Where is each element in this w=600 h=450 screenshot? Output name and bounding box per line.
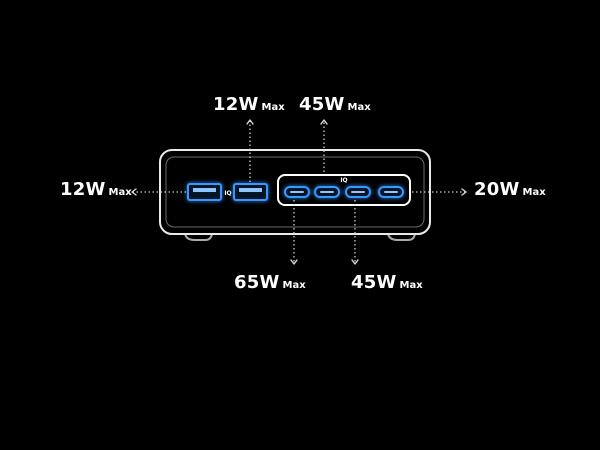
- usb-a-port-2: [233, 183, 268, 201]
- usb-a-1-unit: Max: [108, 187, 132, 198]
- usb-c-port-group: [277, 174, 411, 206]
- usb-c-2-watts: 45W: [299, 94, 345, 115]
- usb-a-2-watts: 12W: [213, 94, 259, 115]
- usb-a-badge: IQ: [224, 190, 231, 197]
- usb-a-2-unit: Max: [261, 102, 285, 113]
- usb-c-port-3: [345, 186, 371, 198]
- usb-a-port-1: [187, 183, 222, 201]
- usb-c-2-unit: Max: [347, 102, 371, 113]
- usb-c-1-watts: 65W: [234, 272, 280, 293]
- usb-a-1-watts: 12W: [60, 179, 106, 200]
- usb-c-group-badge: IQ: [340, 177, 347, 184]
- usb-c-port-1: [284, 186, 310, 198]
- usb-c-4-watts: 20W: [474, 179, 520, 200]
- usb-c-3-unit: Max: [399, 280, 423, 291]
- usb-c-1-unit: Max: [282, 280, 306, 291]
- usb-c-port-2: [314, 186, 340, 198]
- usb-c-4-unit: Max: [522, 187, 546, 198]
- usb-c-port-4: [378, 186, 404, 198]
- usb-c-3-watts: 45W: [351, 272, 397, 293]
